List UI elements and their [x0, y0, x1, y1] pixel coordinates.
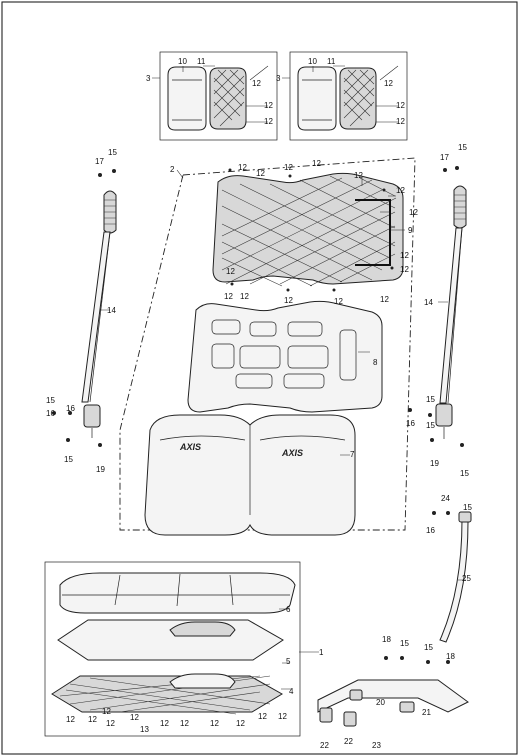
- callout-12-hr2: 12: [396, 101, 405, 110]
- buckle-strap: [439, 511, 472, 643]
- callout-16-r: 16: [406, 419, 415, 428]
- callout-12-s2: 12: [88, 715, 97, 724]
- callout-12-s5: 12: [130, 713, 139, 722]
- brand-mark-right: AXIS: [281, 448, 303, 458]
- callout-1: 1: [319, 648, 324, 657]
- callout-10-right: 10: [308, 57, 317, 66]
- callout-15-b1: 15: [400, 639, 409, 648]
- callout-22-1: 22: [320, 741, 329, 750]
- callout-16-l2: 16: [46, 409, 55, 418]
- buckle-bracket-assembly: [317, 679, 469, 727]
- callout-3-right: 3: [276, 74, 281, 83]
- callout-12-b2: 12: [256, 169, 265, 178]
- seat-base-group: [44, 561, 301, 737]
- callout-15-r3: 15: [426, 421, 435, 430]
- callout-8: 8: [373, 358, 378, 367]
- callout-12-hl3: 12: [264, 117, 273, 126]
- callout-15-l2: 15: [46, 396, 55, 405]
- callout-21: 21: [422, 708, 431, 717]
- fasteners: [52, 166, 464, 664]
- headrest-group-right: [289, 51, 408, 141]
- callout-17-l: 17: [95, 157, 104, 166]
- callout-12-s6: 12: [160, 719, 169, 728]
- callout-15-r1: 15: [458, 143, 467, 152]
- callout-22-2: 22: [344, 737, 353, 746]
- callout-5: 5: [286, 657, 291, 666]
- backrest-cushion: AXIS AXIS: [144, 414, 356, 536]
- callout-6: 6: [286, 605, 291, 614]
- callouts: 3 10 11 12 12 12 3 10 11 12 12 12 2 12 1…: [46, 57, 472, 750]
- callout-4: 4: [289, 687, 294, 696]
- callout-25: 25: [462, 574, 471, 583]
- seat-belt-left: [81, 190, 117, 438]
- callout-9: 9: [408, 226, 413, 235]
- backrest-frame-mesh: [212, 172, 404, 287]
- callout-15-r4: 15: [460, 469, 469, 478]
- callout-7: 7: [350, 450, 355, 459]
- callout-12-s8: 12: [210, 719, 219, 728]
- callout-10-left: 10: [178, 57, 187, 66]
- callout-11-left: 11: [197, 57, 206, 66]
- callout-11-right: 11: [327, 57, 336, 66]
- callout-12-b9: 12: [400, 265, 409, 274]
- callout-16-s: 16: [426, 526, 435, 535]
- callout-18-1: 18: [382, 635, 391, 644]
- callout-12-b13: 12: [226, 267, 235, 276]
- backrest-plate: [187, 300, 383, 413]
- callout-20: 20: [376, 698, 385, 707]
- callout-12-hr3: 12: [396, 117, 405, 126]
- callout-12-s1: 12: [66, 715, 75, 724]
- callout-19-r: 19: [430, 459, 439, 468]
- callout-12-s3: 12: [102, 707, 111, 716]
- callout-12-s11: 12: [278, 712, 287, 721]
- callout-12-b14: 12: [284, 296, 293, 305]
- callout-15-r2: 15: [426, 395, 435, 404]
- callout-12-b11: 12: [224, 292, 233, 301]
- callout-15-s1: 15: [463, 503, 472, 512]
- callout-12-b5: 12: [354, 171, 363, 180]
- callout-24: 24: [441, 494, 450, 503]
- callout-12-s10: 12: [258, 712, 267, 721]
- callout-18-2: 18: [446, 652, 455, 661]
- callout-19-l: 19: [96, 465, 105, 474]
- callout-12-b4: 12: [312, 159, 321, 168]
- callout-12-b15: 12: [334, 297, 343, 306]
- callout-12-b12: 12: [240, 292, 249, 301]
- callout-12-b8: 12: [400, 251, 409, 260]
- callout-12-s9: 12: [236, 719, 245, 728]
- callout-15-b2: 15: [424, 643, 433, 652]
- seat-mesh-frame: [51, 673, 283, 715]
- callout-23: 23: [372, 741, 381, 750]
- callout-12-b6: 12: [396, 186, 405, 195]
- leader-lines: [100, 65, 466, 690]
- callout-16-l: 16: [66, 404, 75, 413]
- callout-17-r: 17: [440, 153, 449, 162]
- callout-14-r: 14: [424, 298, 433, 307]
- callout-12-hr1: 12: [384, 79, 393, 88]
- callout-15-l1: 15: [108, 148, 117, 157]
- seat-belt-right: [435, 185, 467, 439]
- callout-12-hl2: 12: [264, 101, 273, 110]
- callout-12-b3: 12: [284, 163, 293, 172]
- callout-12-s4: 12: [106, 719, 115, 728]
- callout-2: 2: [170, 165, 175, 174]
- callout-3-left: 3: [146, 74, 151, 83]
- callout-12-b1: 12: [238, 163, 247, 172]
- callout-12-s7: 12: [180, 719, 189, 728]
- callout-14-l: 14: [107, 306, 116, 315]
- callout-13: 13: [140, 725, 149, 734]
- callout-15-l3: 15: [64, 455, 73, 464]
- callout-12-b7: 12: [409, 208, 418, 217]
- seat-cushion-bottom: [59, 572, 296, 614]
- brand-mark-left: AXIS: [179, 442, 201, 452]
- callout-12-b10: 12: [380, 295, 389, 304]
- headrest-group-left: [159, 51, 278, 141]
- seat-pan: [57, 619, 284, 661]
- callout-12-hl1: 12: [252, 79, 261, 88]
